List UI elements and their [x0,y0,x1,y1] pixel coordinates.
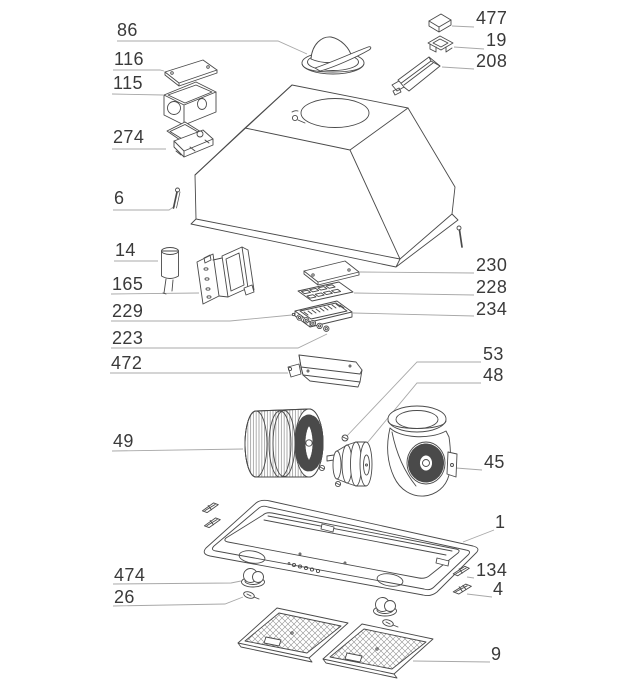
part-14-capacitor [161,247,179,295]
part-label-48: 48 [483,365,504,385]
hood-right-pin [456,225,463,248]
part-6-pin [172,187,181,209]
part-label-4: 4 [493,579,504,599]
part-label-208: 208 [476,51,508,71]
part-label-1: 1 [495,512,506,532]
part-26-screws [243,591,399,628]
part-label-472: 472 [111,353,143,373]
part-9-filters [237,607,434,679]
part-label-116: 116 [114,49,144,69]
clip-top-left-1 [201,502,219,514]
part-229-223-buttons [291,312,330,332]
part-label-115: 115 [113,73,143,93]
part-86-damper [301,36,372,75]
part-1-bottom-frame [203,499,479,597]
part-label-477: 477 [476,8,508,28]
part-472-bracket [287,354,363,388]
part-label-274: 274 [113,127,145,147]
part-45-motor-housing [387,405,458,497]
hood-body-drawing [190,84,459,268]
part-label-86: 86 [117,20,138,40]
clip-top-left-2 [203,517,221,529]
part-label-230: 230 [476,255,508,275]
part-label-14: 14 [115,240,136,260]
part-208-ballast [391,56,441,96]
part-49-blower-wheel [244,408,324,478]
mounting-clips [201,502,472,595]
part-label-474: 474 [114,565,146,585]
part-label-26: 26 [114,587,135,607]
part-19-clip [427,35,454,53]
part-134-clip [452,565,470,577]
part-label-45: 45 [484,452,505,472]
part-116-cover-plate [164,59,218,87]
part-label-53: 53 [483,344,504,364]
part-label-229: 229 [112,301,144,321]
leader-lines [110,25,495,663]
part-477-cap [428,13,452,33]
part-label-234: 234 [476,299,508,319]
part-230-plate [303,260,360,286]
part-274-latch [166,121,214,158]
part-label-165: 165 [112,274,144,294]
part-48-motor [326,441,373,487]
part-4-clip [452,583,472,595]
part-53-screws [318,434,349,488]
part-label-9: 9 [491,644,502,664]
part-474-lamp-knobs [241,568,397,617]
part-label-6: 6 [114,188,125,208]
part-228-switch-bank [297,281,354,302]
part-label-228: 228 [476,277,508,297]
part-234-panel [294,300,353,328]
part-label-223: 223 [112,328,144,348]
part-label-49: 49 [113,431,134,451]
part-165-bracket [196,246,255,305]
part-115-junction-box [163,81,217,126]
part-label-19: 19 [486,30,507,50]
part-label-134: 134 [476,560,508,580]
